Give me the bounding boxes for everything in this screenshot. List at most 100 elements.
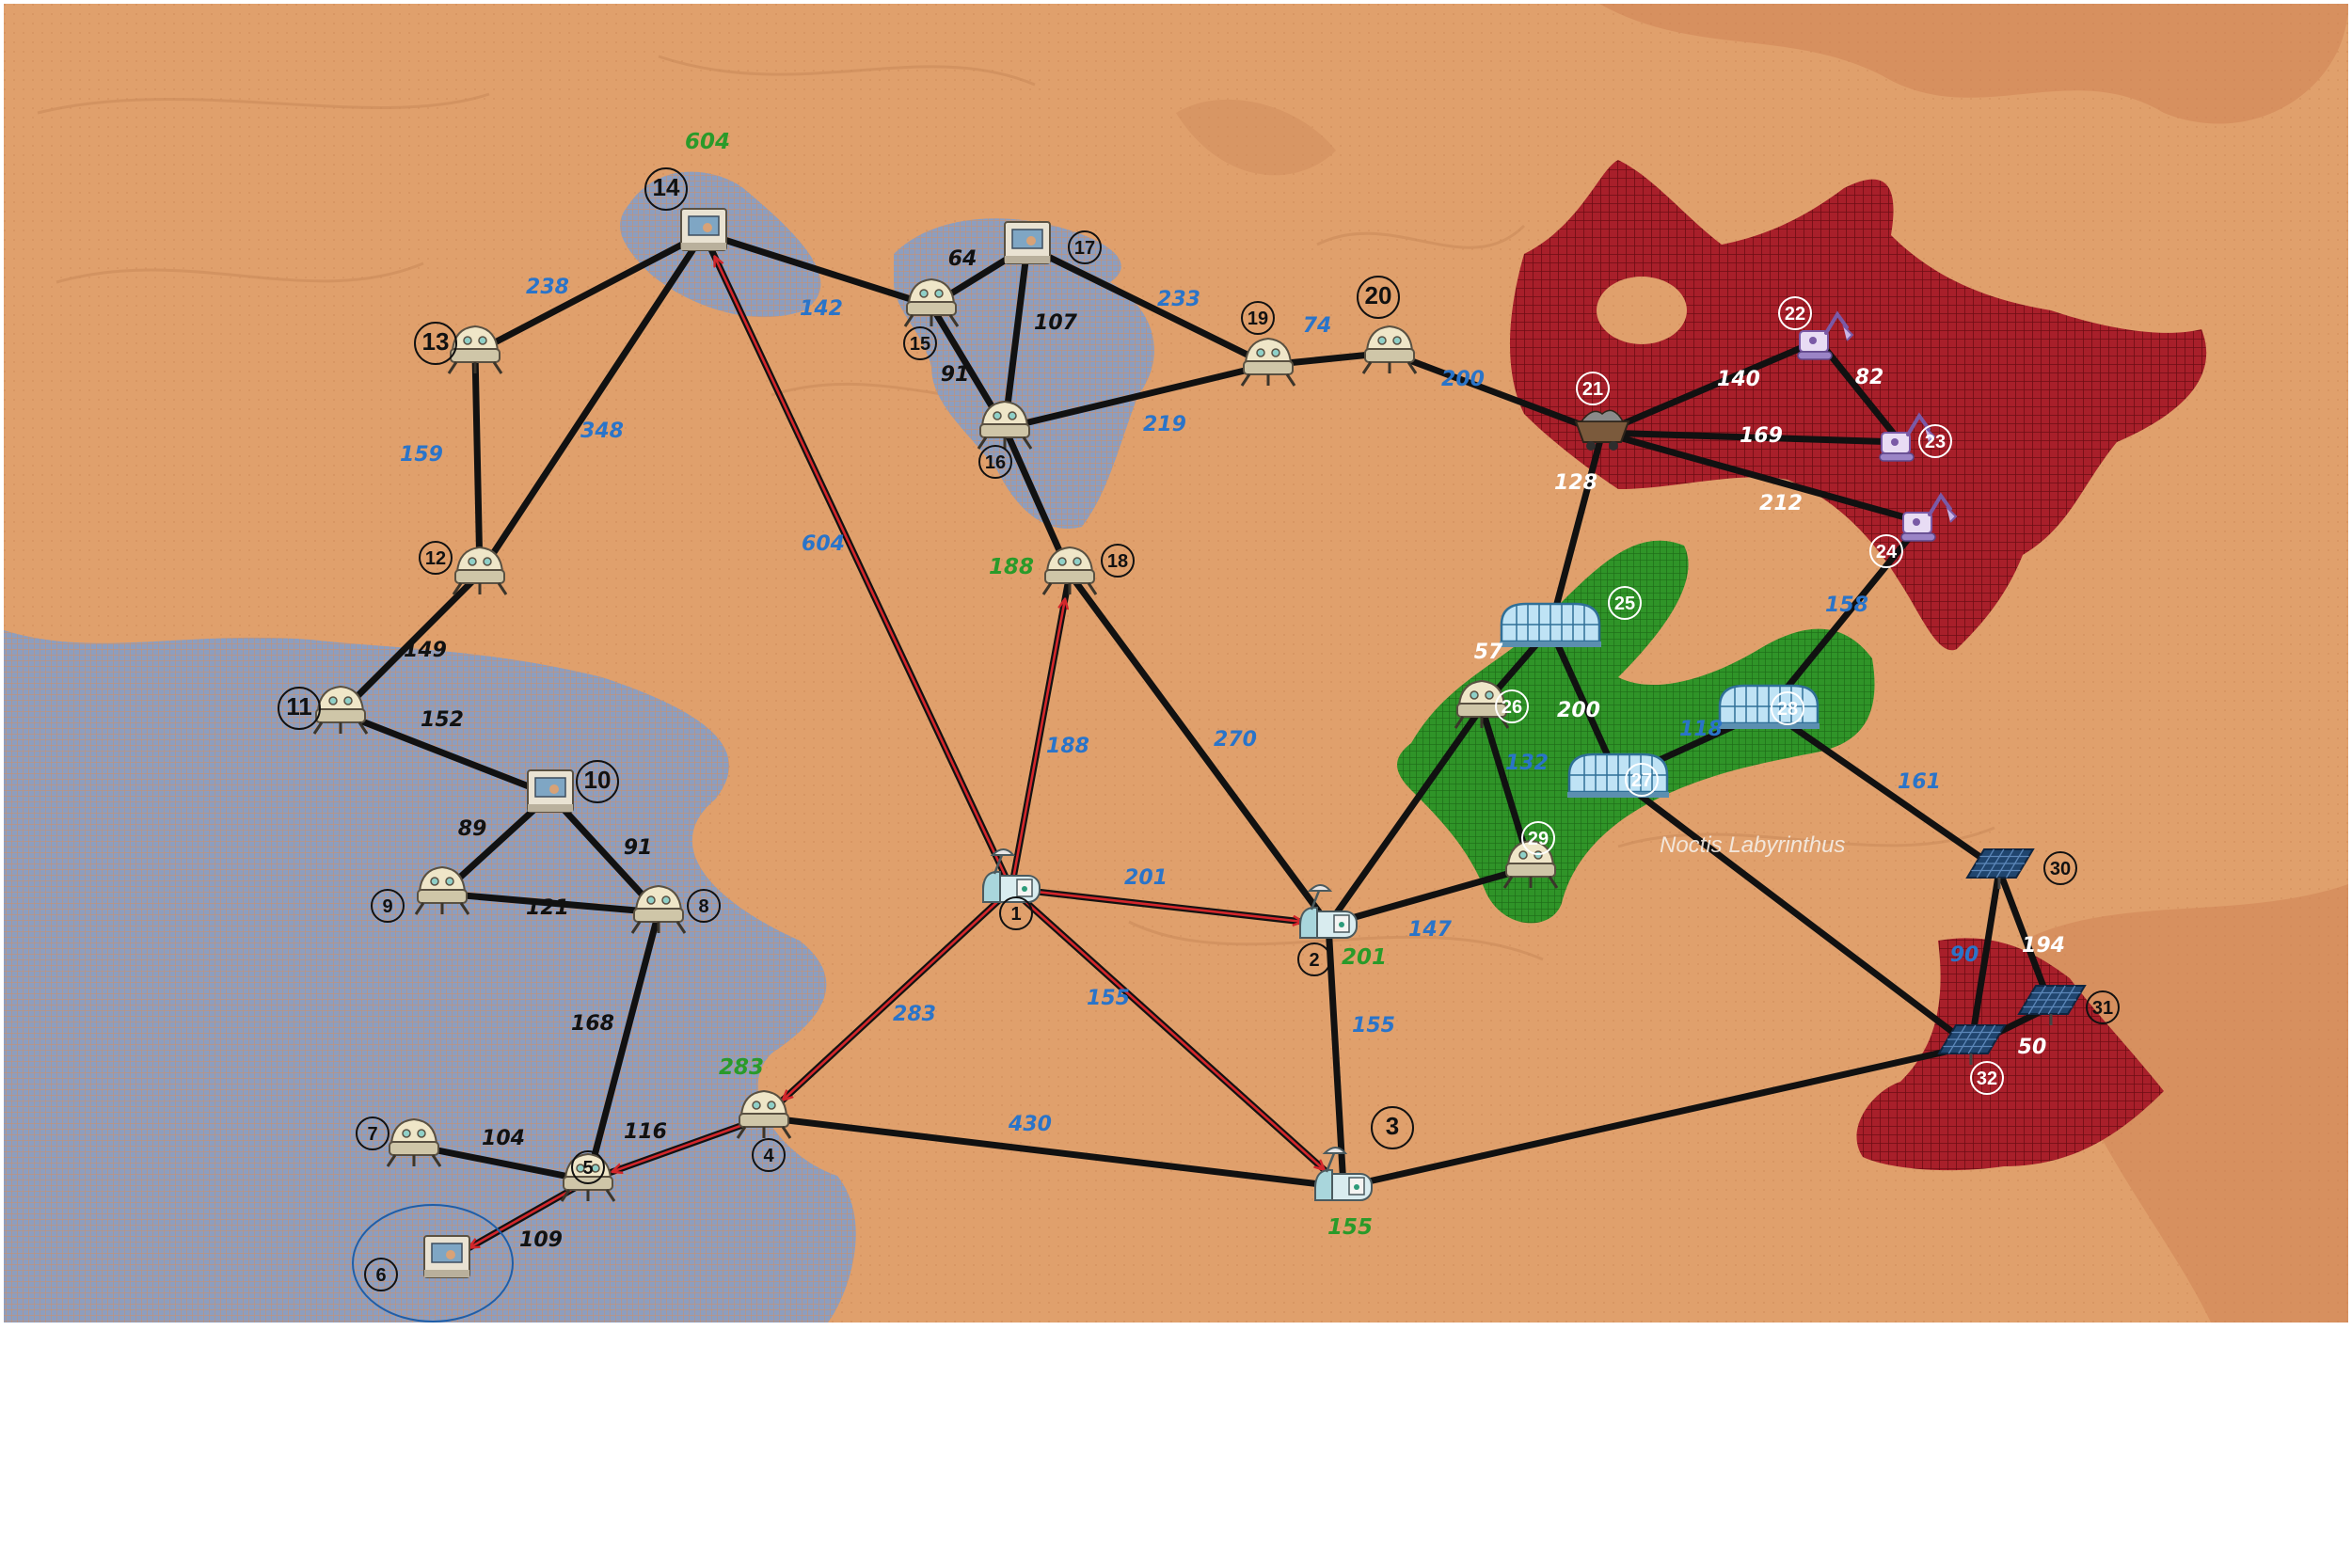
edge-weight-label: 147: [1408, 918, 1453, 942]
node-18[interactable]: [1041, 546, 1098, 595]
control-room-icon: [680, 208, 727, 251]
edge-line: [1765, 706, 2003, 874]
edge-line: [1024, 243, 1272, 369]
node-30[interactable]: [1965, 848, 2035, 889]
node-label-ring: [1521, 821, 1555, 855]
edge-line: [1598, 429, 1904, 446]
node-20[interactable]: [1361, 325, 1418, 374]
edge-weight-label: 219: [1143, 413, 1186, 436]
edge-line: [1386, 349, 1606, 436]
node-label: 26: [1502, 697, 1522, 718]
node-24[interactable]: [1900, 492, 1958, 542]
node-label-ring: [371, 889, 405, 923]
node-19[interactable]: [1240, 337, 1296, 387]
node-4[interactable]: [736, 1089, 792, 1139]
node-label: 23: [1925, 432, 1946, 452]
node-label: 18: [1107, 551, 1128, 572]
node-2[interactable]: [1299, 884, 1358, 939]
mining-robot-icon: [1879, 412, 1936, 462]
edge-5-8: [584, 909, 662, 1184]
node-label-ring: [752, 1138, 786, 1172]
edge-weight-label: 109: [519, 1228, 563, 1252]
edge-8-9: [438, 890, 662, 916]
node-32[interactable]: [1937, 1024, 2007, 1065]
region-label: Noctis Labyrinthus: [1660, 832, 1845, 858]
node-3[interactable]: [1314, 1147, 1373, 1201]
edge-weight-label: 168: [571, 1012, 614, 1036]
node-label: 11: [286, 692, 312, 721]
node-9[interactable]: [414, 865, 470, 915]
habitat-pod-icon: [447, 325, 503, 374]
node-label: 1: [1010, 904, 1021, 925]
node-label-ring: [978, 445, 1012, 479]
edge-weight-label: 155: [1087, 987, 1130, 1010]
control-room-icon: [423, 1235, 470, 1278]
node-label: 20: [1365, 281, 1392, 309]
edge-line: [337, 570, 484, 717]
habitat-pod-icon: [1361, 325, 1418, 374]
edge-line: [1815, 337, 1904, 446]
habitat-pod-icon: [903, 277, 960, 327]
edge-weight-label: 116: [624, 1120, 667, 1144]
node-label: 5: [582, 1158, 593, 1179]
node-5[interactable]: [560, 1152, 616, 1202]
node-label-ring: [419, 541, 453, 575]
edge-weight-label: 158: [1825, 594, 1868, 617]
node-label: 4: [763, 1146, 774, 1166]
edge-27-32: [1614, 775, 1975, 1050]
edge-line: [547, 791, 662, 916]
edge-1-18: [1008, 570, 1073, 893]
node-label-ring: [571, 1150, 605, 1184]
edge-20-21: [1386, 349, 1606, 436]
node-14[interactable]: [680, 208, 727, 251]
edge-weight-label: 348: [580, 420, 624, 443]
edge-3-32: [1340, 1042, 1975, 1191]
node-label-ring: [1297, 942, 1331, 976]
edge-2-26: [1325, 704, 1486, 928]
node-label: 21: [1582, 379, 1603, 400]
edge-1-2: [1008, 885, 1332, 928]
habitat-pod-icon: [977, 400, 1033, 450]
node-25[interactable]: [1500, 602, 1601, 647]
edge-line: [438, 890, 662, 916]
edge-weight-label: 104: [482, 1127, 525, 1150]
node-1[interactable]: [982, 848, 1041, 903]
node-label-ring: [1970, 1061, 2004, 1095]
node-15[interactable]: [903, 277, 960, 327]
node-21[interactable]: [1574, 409, 1630, 451]
node-8[interactable]: [630, 884, 687, 934]
distance-annotation: 155: [1327, 1215, 1373, 1240]
node-12[interactable]: [452, 546, 508, 595]
node-11[interactable]: [312, 685, 369, 735]
node-label: 30: [2050, 859, 2071, 879]
edge-weight-label: 200: [1557, 699, 1600, 722]
node-31[interactable]: [2017, 985, 2087, 1025]
edge-line: [476, 230, 707, 578]
edge-line: [337, 709, 554, 799]
edge-line: [1547, 429, 1606, 632]
solar-panel-icon: [1965, 848, 2035, 889]
node-16[interactable]: [977, 400, 1033, 450]
highlight-path-arrow: [612, 1116, 765, 1172]
node-13[interactable]: [447, 325, 503, 374]
node-label: 15: [910, 334, 930, 355]
node-7[interactable]: [386, 1117, 442, 1167]
node-10[interactable]: [527, 769, 574, 813]
edge-1-14: [700, 230, 1015, 893]
edge-13-14: [471, 230, 707, 356]
node-22[interactable]: [1797, 310, 1854, 360]
edge-weight-label: 57: [1474, 641, 1503, 664]
node-6[interactable]: [423, 1235, 470, 1278]
edge-line: [471, 230, 707, 356]
edge-16-17: [1001, 243, 1031, 432]
edge-weight-label: 238: [526, 276, 569, 299]
node-17[interactable]: [1004, 221, 1051, 264]
node-label-ring: [2086, 990, 2120, 1024]
node-23[interactable]: [1879, 412, 1936, 462]
habitat-pod-icon: [386, 1117, 442, 1167]
habitat-pod-icon: [736, 1089, 792, 1139]
mining-robot-icon: [1900, 492, 1958, 542]
node-28[interactable]: [1718, 684, 1820, 729]
node-label-ring: [576, 760, 619, 803]
edges-layer: [337, 230, 2055, 1264]
